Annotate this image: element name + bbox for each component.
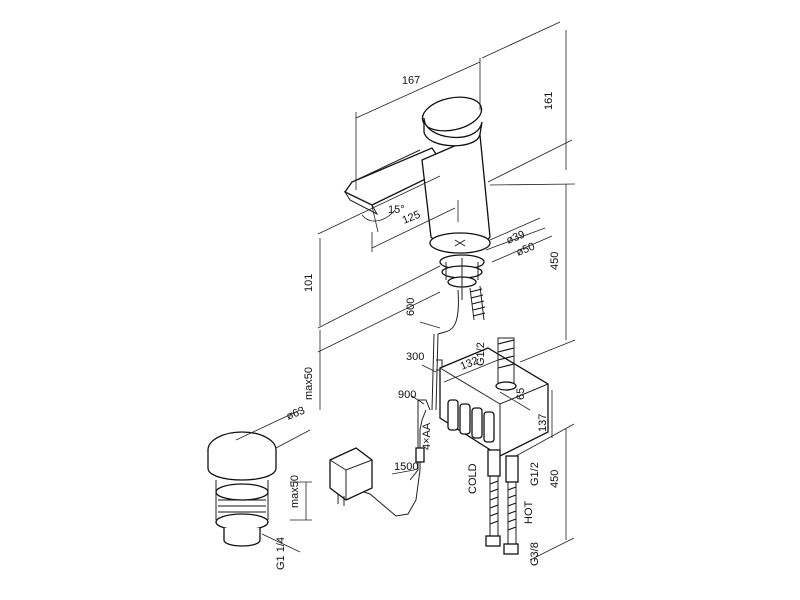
dim-167: 167 <box>355 58 481 190</box>
power-adapter <box>329 447 373 506</box>
waste-valve <box>207 431 277 547</box>
batteries-label: 4×AA <box>421 422 433 450</box>
dim-50-label: ø50 <box>515 241 537 259</box>
waste-thread-label: G1 1/4 <box>275 537 287 570</box>
dim-15-angle: 15° <box>361 204 405 233</box>
cable-labels: 600 300 900 1500 <box>391 298 441 475</box>
dim-450-top: 450 <box>489 183 576 363</box>
dim-450-top-label: 450 <box>549 252 561 270</box>
dim-161-label: 161 <box>543 92 555 110</box>
dim-65-label: 65 <box>515 388 527 400</box>
dim-g38-label: G3/8 <box>529 542 541 566</box>
dim-900-label: 900 <box>398 389 416 401</box>
dim-1500-label: 1500 <box>394 461 418 473</box>
control-box <box>439 347 549 457</box>
dim-g12-top-label: G1/2 <box>475 342 487 366</box>
hot-label: HOT <box>523 501 535 525</box>
dim-max50-left-label: max50 <box>303 367 315 400</box>
dim-137-label: 137 <box>537 414 549 432</box>
dim-g12-bottom-label: G1/2 <box>529 462 541 486</box>
faucet-spout <box>343 96 491 300</box>
dim-161: 161 <box>481 21 573 183</box>
supply-hoses <box>485 449 519 555</box>
dim-15-label: 15° <box>388 204 405 216</box>
waste-max50-label: max50 <box>289 475 301 508</box>
sensor-cables <box>351 333 443 517</box>
dim-39-50: ø39 ø50 <box>485 217 553 263</box>
dim-300-label: 300 <box>406 351 424 363</box>
dim-167-label: 167 <box>402 74 421 87</box>
dim-600-label: 600 <box>405 298 417 316</box>
dim-max50-left: max50 <box>303 291 441 410</box>
dim-101-label: 101 <box>303 274 315 292</box>
supply-dims: 450 G1/2 COLD HOT G3/8 <box>467 423 575 566</box>
flex-hose-top <box>437 285 486 335</box>
waste-dia-63-label: ø63 <box>285 405 307 423</box>
dim-450-bottom-label: 450 <box>549 470 561 488</box>
dim-101: 101 <box>303 175 441 329</box>
connector-g12 <box>495 337 517 391</box>
cold-label: COLD <box>467 463 479 494</box>
control-box-dims: G1/2 132 65 137 4×AA <box>421 342 553 450</box>
